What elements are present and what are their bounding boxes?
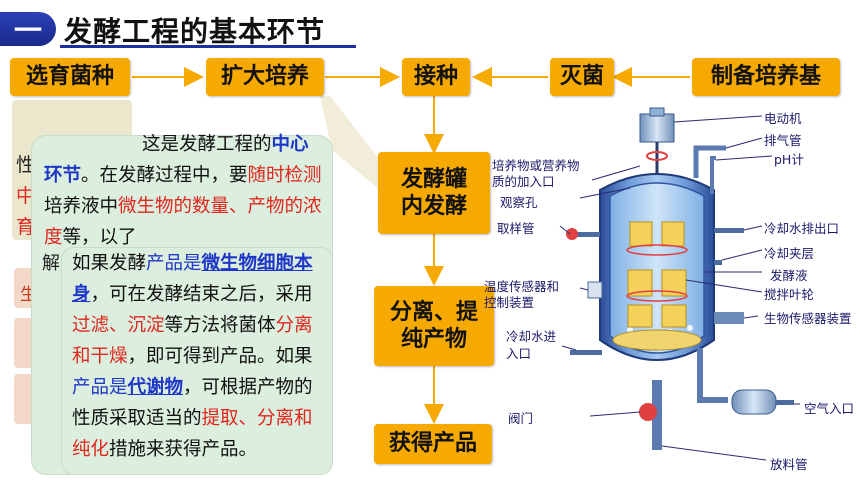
flow-step-separation: 分离、提 纯产物 (374, 286, 494, 366)
behind-text-1: 性 (16, 154, 36, 176)
fermenter-diagram (559, 107, 800, 461)
label-exhaust: 排气管 (764, 133, 802, 148)
note-p1-e: 培养液中 (44, 196, 119, 217)
note-p2-h: 等方法将菌体 (164, 315, 276, 336)
exhaust-pipe (693, 145, 726, 178)
label-medium-2: 质的加入口 (492, 174, 555, 189)
note-p2-j: ，即可得到产品。如果 (127, 346, 313, 367)
behind-text-2: 中 (16, 185, 36, 207)
separation-line2: 纯产物 (400, 327, 467, 352)
note-p2-filter: 过滤 (72, 315, 110, 336)
label-coolant-in-2: 入口 (506, 346, 532, 361)
note-p2-metabolite: 代谢物 (127, 377, 184, 398)
discharge-pipe (652, 380, 662, 450)
section-number-badge: 一 (0, 12, 56, 47)
label-coolant-out: 冷却水排出口 (764, 221, 840, 236)
note-p1-a: 这是发酵工程的 (142, 134, 272, 155)
note-p2-b: 产品是 (146, 253, 202, 274)
flow-step-inoculate: 接种 (402, 58, 470, 96)
label-medium-1: 培养物或营养物 (492, 158, 580, 173)
label-discharge: 放料管 (770, 457, 808, 472)
separation-line1: 分离、提 (389, 299, 478, 325)
note-p2-cell-itself: 微生物细胞本身 (72, 253, 313, 305)
fermentation-line1: 发酵罐 (400, 166, 467, 192)
note-p2-d: ，可在发酵结束之后，采用 (90, 284, 313, 305)
sampling-pipe (570, 232, 600, 237)
label-broth: 发酵液 (770, 268, 808, 283)
label-temp-1: 温度传感器和 (484, 279, 560, 294)
note-p2-m: ，可根据产物的性质采取适当的 (72, 377, 313, 429)
note-inner-card (62, 248, 332, 474)
note-p2-a: 如果发酵 (72, 253, 147, 274)
note-p1-keyword-core: 中心环节 (44, 134, 309, 186)
air-filter (731, 389, 777, 415)
fermentation-line2: 内发酵 (400, 194, 467, 219)
label-temp-2: 控制装置 (484, 295, 535, 310)
flow-step-product: 获得产品 (374, 424, 492, 464)
title-underline (60, 45, 356, 48)
note-p2-o: 措施来获得产品。 (109, 439, 258, 460)
note-p2-sediment: 沉淀 (127, 315, 165, 336)
note-paragraph-2: 如果发酵产品是微生物细胞本身，可在发酵结束之后，采用过滤、沉淀等方法将菌体分离和… (72, 248, 328, 465)
label-coolant-in-1: 冷却水进 (506, 329, 557, 344)
note-p1-monitor: 随时检测 (247, 165, 322, 186)
bio-sensor (714, 312, 744, 324)
label-ph: pH计 (774, 152, 804, 167)
note-p1-c: 。在发酵过程中，要 (81, 165, 248, 186)
flow-step-expand-culture: 扩大培养 (206, 58, 324, 96)
behind-text-4: 解 (42, 253, 60, 274)
explanation-card: 这是发酵工程的中心环节。在发酵过程中，要随时检测培养液中微生物的数量、产物的浓度… (32, 134, 332, 474)
temp-sensor (587, 281, 603, 299)
flow-step-sterilize: 灭菌 (550, 58, 614, 96)
note-p2-f: 、 (109, 315, 128, 336)
label-bio-sensor: 生物传感器装置 (764, 311, 852, 326)
note-p2-separate-dry: 分离和干燥 (72, 315, 313, 367)
label-jacket: 冷却夹层 (764, 246, 815, 261)
note-paragraph-1: 这是发酵工程的中心环节。在发酵过程中，要随时检测培养液中微生物的数量、产物的浓度… (44, 129, 326, 253)
motor-icon (639, 113, 675, 143)
flow-step-fermentation: 发酵罐 内发酵 (378, 152, 490, 234)
label-valve: 阀门 (508, 411, 534, 426)
note-p1-g: 等，以了 (62, 227, 137, 248)
label-impeller: 搅拌叶轮 (764, 287, 815, 302)
note-p2-purify: 提取、分离和纯化 (72, 408, 313, 460)
flow-step-select-strain: 选育菌种 (10, 58, 130, 96)
label-motor: 电动机 (764, 111, 802, 126)
coolant-inlet (570, 350, 602, 355)
label-sampling: 取样管 (497, 221, 535, 236)
behind-text-3: 育 (16, 216, 36, 238)
note-p2-k: 产品是 (72, 377, 128, 398)
flow-step-prepare-medium: 制备培养基 (692, 58, 840, 96)
label-window: 观察孔 (500, 195, 538, 210)
note-p1-quantities: 微生物的数量、产物的浓度 (44, 196, 322, 248)
page-title: 发酵工程的基本环节 (64, 15, 326, 48)
label-air-in: 空气入口 (804, 401, 855, 416)
valve-icon (639, 403, 657, 421)
